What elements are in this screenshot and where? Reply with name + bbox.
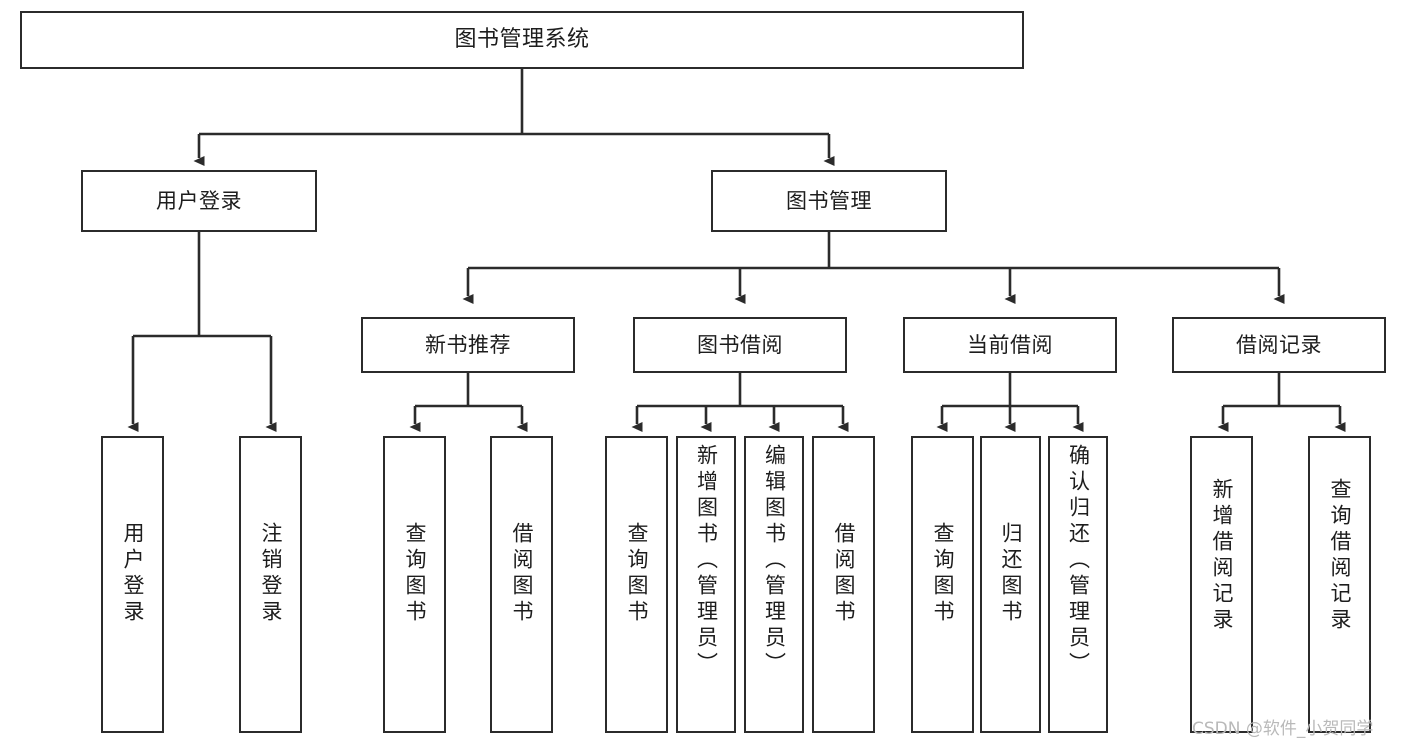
node-current-borrow-label: 当前借阅 (967, 332, 1053, 357)
node-leaf-logout-login-label: 注销登录 (259, 522, 283, 626)
node-new-book-recommend-label: 新书推荐 (425, 332, 511, 357)
node-leaf-add-book[interactable]: 新增图书（管理员） (676, 436, 736, 733)
node-root-label: 图书管理系统 (454, 27, 590, 53)
node-leaf-return-book[interactable]: 归还图书 (980, 436, 1041, 733)
node-leaf-query-book-1[interactable]: 查询图书 (383, 436, 446, 733)
node-leaf-add-record-label: 新增借阅记录 (1210, 478, 1234, 634)
node-book-borrow-label: 图书借阅 (697, 332, 783, 357)
node-leaf-logout-login[interactable]: 注销登录 (239, 436, 302, 733)
node-book-borrow[interactable]: 图书借阅 (633, 317, 847, 373)
node-leaf-query-record[interactable]: 查询借阅记录 (1308, 436, 1371, 733)
node-leaf-edit-book[interactable]: 编辑图书（管理员） (744, 436, 804, 733)
node-leaf-borrow-book-2-label: 借阅图书 (832, 522, 856, 626)
node-leaf-user-login-label: 用户登录 (121, 522, 145, 626)
node-leaf-confirm-return[interactable]: 确认归还（管理员） (1048, 436, 1108, 733)
node-borrow-record[interactable]: 借阅记录 (1172, 317, 1386, 373)
node-leaf-query-book-2-label: 查询图书 (625, 522, 649, 626)
node-leaf-add-record[interactable]: 新增借阅记录 (1190, 436, 1253, 733)
node-current-borrow[interactable]: 当前借阅 (903, 317, 1117, 373)
node-leaf-query-book-3-label: 查询图书 (931, 522, 955, 626)
node-leaf-borrow-book-1-label: 借阅图书 (510, 522, 534, 626)
node-leaf-edit-book-label: 编辑图书（管理员） (762, 444, 787, 678)
node-book-manage[interactable]: 图书管理 (711, 170, 947, 232)
node-user-login-label: 用户登录 (156, 188, 242, 213)
node-leaf-user-login[interactable]: 用户登录 (101, 436, 164, 733)
node-leaf-query-record-label: 查询借阅记录 (1328, 478, 1352, 634)
node-leaf-borrow-book-1[interactable]: 借阅图书 (490, 436, 553, 733)
node-root[interactable]: 图书管理系统 (20, 11, 1024, 69)
node-leaf-query-book-1-label: 查询图书 (403, 522, 427, 626)
node-leaf-borrow-book-2[interactable]: 借阅图书 (812, 436, 875, 733)
node-book-manage-label: 图书管理 (786, 188, 872, 213)
node-new-book-recommend[interactable]: 新书推荐 (361, 317, 575, 373)
node-leaf-add-book-label: 新增图书（管理员） (694, 444, 719, 678)
watermark-text: CSDN @软件_小贺同学 (1192, 719, 1374, 739)
node-borrow-record-label: 借阅记录 (1236, 332, 1322, 357)
node-user-login[interactable]: 用户登录 (81, 170, 317, 232)
node-leaf-query-book-3[interactable]: 查询图书 (911, 436, 974, 733)
node-leaf-confirm-return-label: 确认归还（管理员） (1066, 444, 1091, 678)
node-leaf-return-book-label: 归还图书 (999, 522, 1023, 626)
node-leaf-query-book-2[interactable]: 查询图书 (605, 436, 668, 733)
